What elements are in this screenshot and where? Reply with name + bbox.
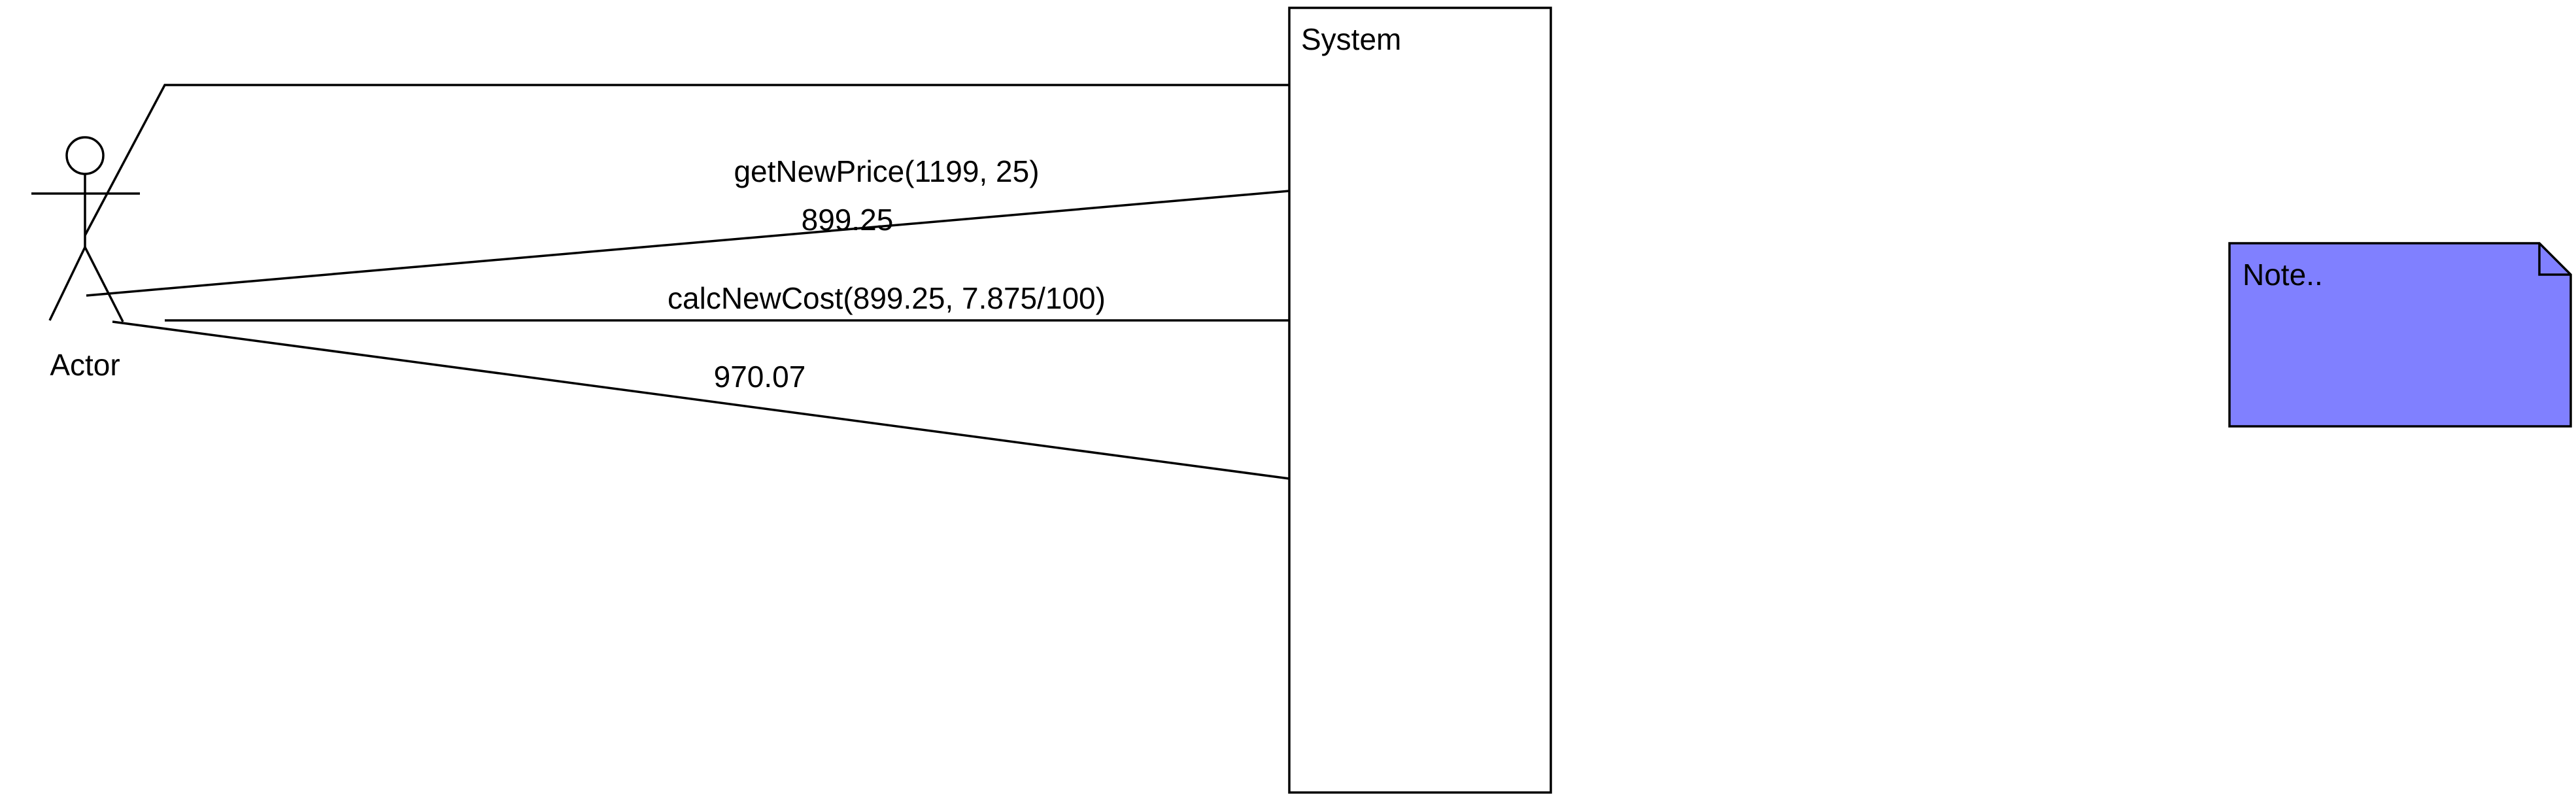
note-shape[interactable] <box>2228 242 2572 428</box>
note-folded-corner <box>2538 243 2571 276</box>
message-get-new-price-label: getNewPrice(1199, 25) <box>734 154 1039 188</box>
actor-system-association[interactable] <box>84 84 1289 236</box>
actor-right-leg <box>84 247 124 322</box>
actor-left-leg <box>48 247 86 321</box>
message-get-new-price-line[interactable] <box>86 190 1290 297</box>
message-return-970-label: 970.07 <box>714 360 806 394</box>
message-return-899-label: 899.25 <box>802 203 894 237</box>
actor-head <box>65 136 105 175</box>
note-label: Note.. <box>2243 258 2323 292</box>
system-label: System <box>1301 22 1401 56</box>
message-return-970-line[interactable] <box>112 320 1290 480</box>
message-calc-new-cost-label: calcNewCost(899.25, 7.875/100) <box>668 281 1106 315</box>
system-box[interactable] <box>1288 7 1552 794</box>
note-body <box>2228 242 2572 428</box>
actor-label: Actor <box>50 348 120 382</box>
